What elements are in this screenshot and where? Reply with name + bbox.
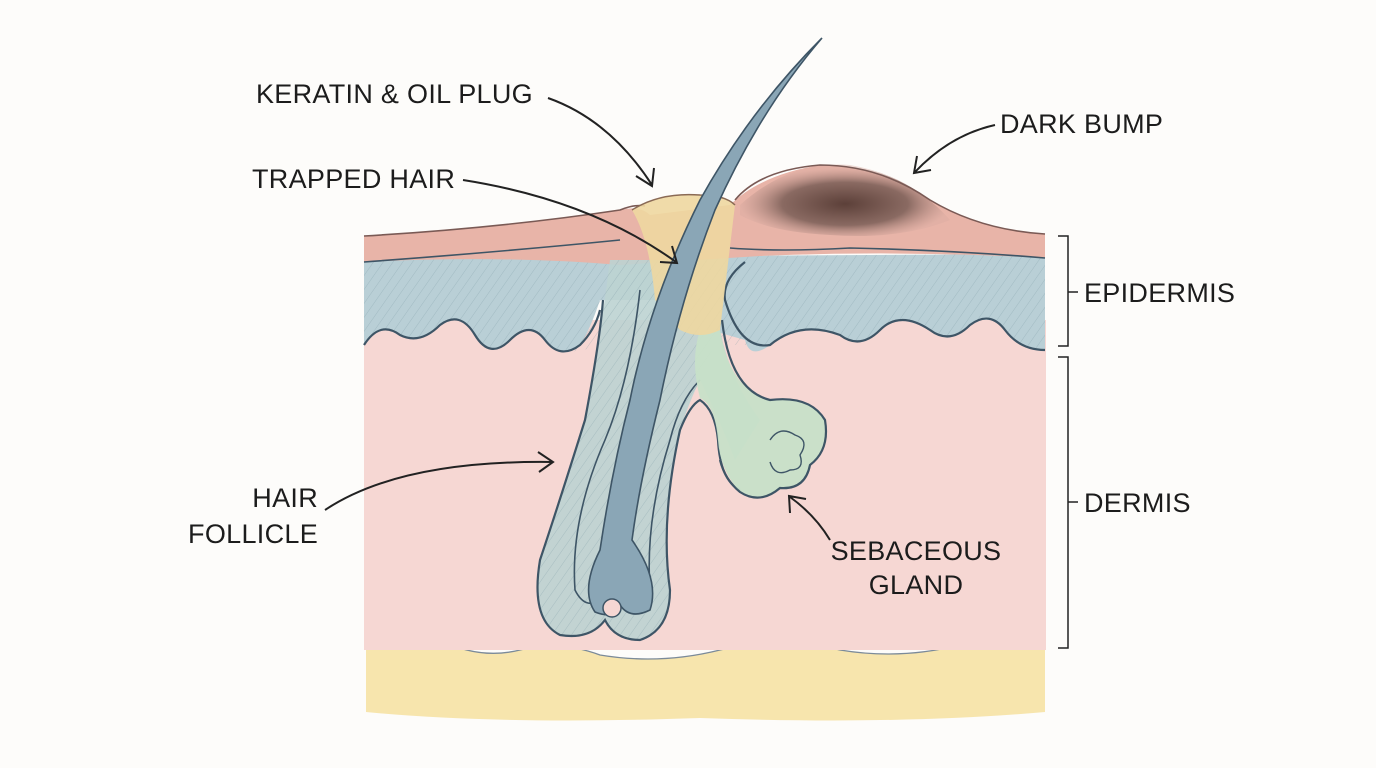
sebaceous-gland (695, 330, 826, 498)
sebaceous-gland-arrow (787, 494, 831, 541)
label-dark-bump: DARK BUMP (1000, 109, 1163, 139)
label-sebaceous-line2: GLAND (869, 570, 964, 600)
label-hair-follicle-line2: FOLLICLE (188, 519, 318, 549)
dermis-bracket (1058, 356, 1078, 649)
plug-outline (631, 193, 736, 211)
stratum-border (363, 239, 1046, 263)
leader-arrows (324, 97, 996, 541)
plug-arrow (547, 97, 655, 188)
dark-bump (740, 164, 950, 236)
hair-papilla (602, 598, 622, 618)
dark-bump-arrow (912, 124, 996, 175)
skin-surface (363, 164, 1046, 237)
sebaceous-gland-outline (718, 319, 828, 499)
hair-follicle-arrow (324, 451, 555, 511)
trapped-hair (588, 38, 822, 615)
fat-layer (366, 636, 1045, 721)
label-dermis: DERMIS (1084, 488, 1191, 518)
label-hair-follicle-line1: HAIR (252, 483, 318, 513)
trapped-hair-arrow (462, 179, 679, 265)
follicle-outline (536, 299, 741, 642)
label-epidermis: EPIDERMIS (1084, 278, 1235, 308)
label-sebaceous-line1: SEBACEOUS (831, 536, 1002, 566)
label-trapped-hair: TRAPPED HAIR (252, 164, 455, 194)
epidermis-bottom-border-left (363, 309, 602, 353)
epidermis-bracket (1058, 235, 1078, 347)
sebaceous-lobules (769, 430, 805, 474)
label-keratin-oil-plug: KERATIN & OIL PLUG (256, 79, 533, 109)
epidermis-bottom-border-right (723, 261, 1046, 352)
